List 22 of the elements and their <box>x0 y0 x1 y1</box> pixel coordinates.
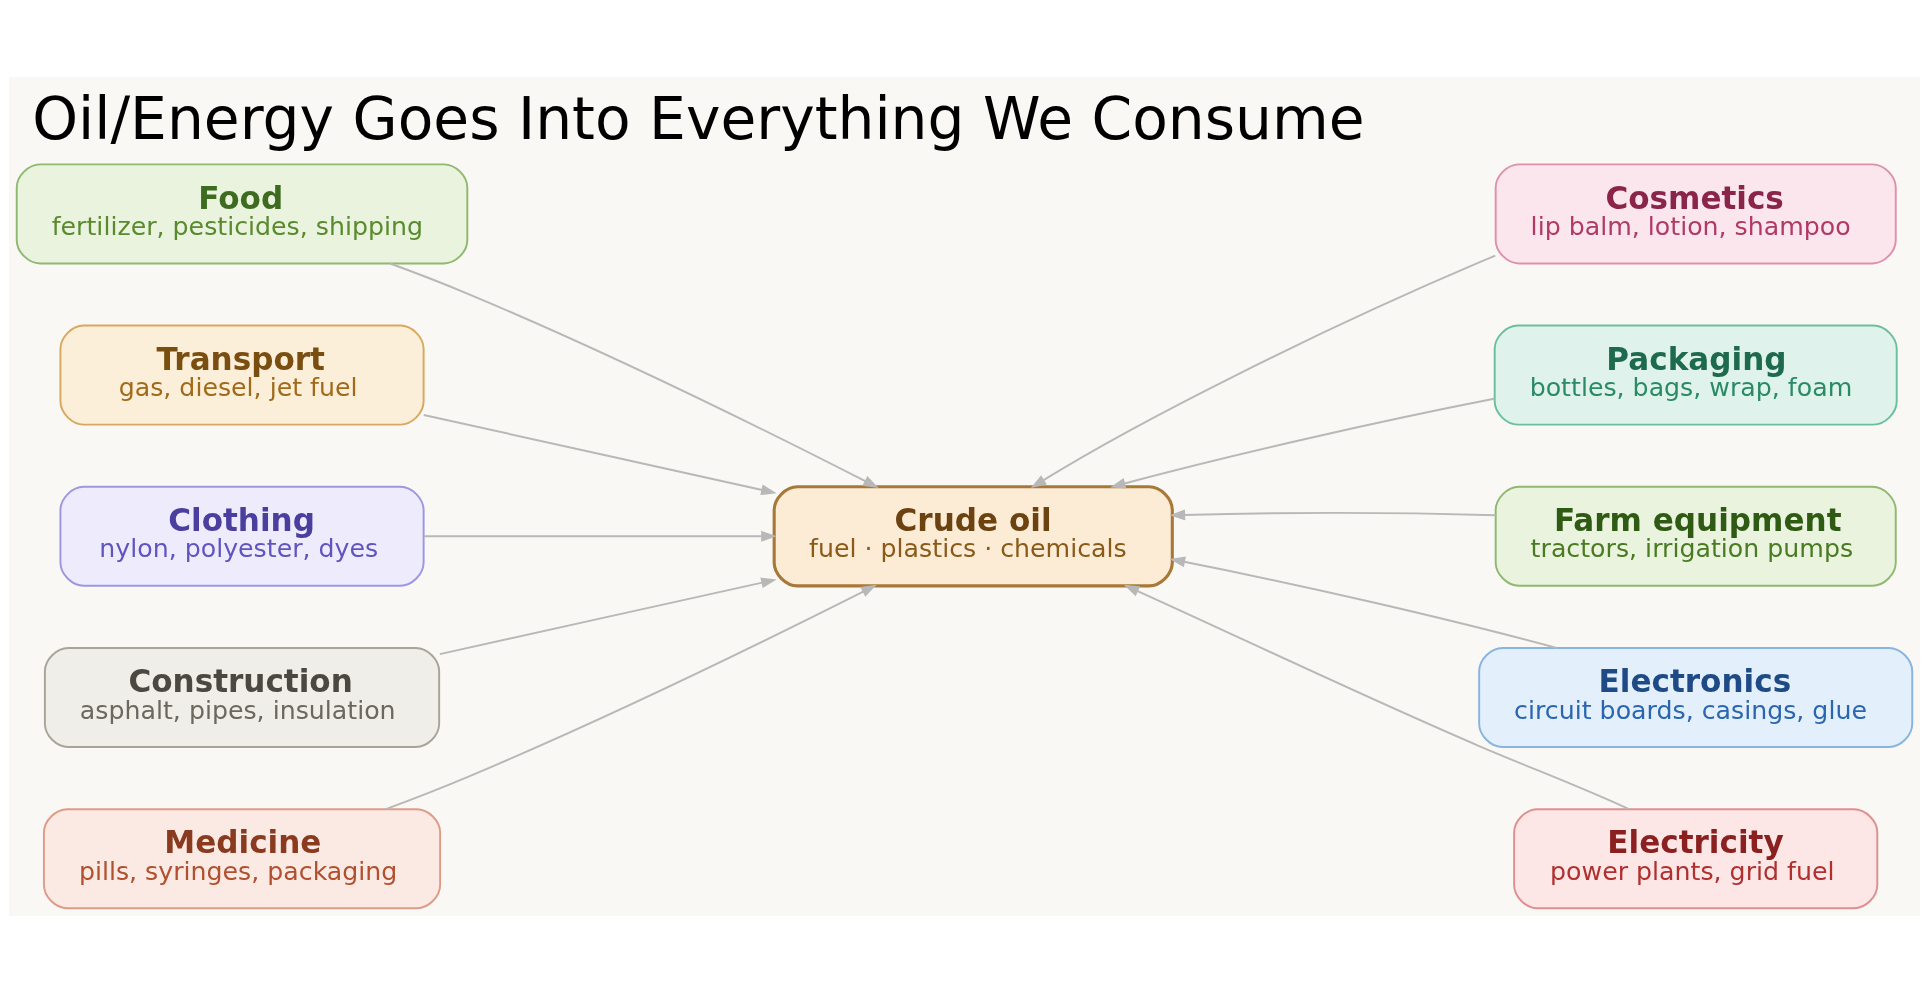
node-box: Electricity power plants, grid fuel <box>1513 807 1879 909</box>
node-box: Construction asphalt, pipes, insulation <box>43 646 441 748</box>
node-box: Medicine pills, syringes, packaging <box>42 807 442 909</box>
arrow <box>422 530 777 542</box>
node-box: Farm equipment tractors, irrigation pumps <box>1494 485 1897 587</box>
node-box: Food fertilizer, pesticides, shipping <box>15 162 469 264</box>
arrow <box>1110 397 1495 489</box>
node-box: Packaging bottles, bags, wrap, foam <box>1493 324 1898 426</box>
arrow <box>438 577 777 655</box>
node-box: Transport gas, diesel, jet fuel <box>59 324 425 426</box>
arrow <box>384 584 877 810</box>
arrow <box>1030 254 1497 488</box>
arrow <box>422 413 777 495</box>
node-box: Crude oil fuel · plastics · chemicals <box>772 484 1174 587</box>
node-box: Cosmetics lip balm, lotion, shampoo <box>1494 162 1897 264</box>
node-box: Electronics circuit boards, casings, glue <box>1478 646 1914 748</box>
node-box: Clothing nylon, polyester, dyes <box>59 485 425 587</box>
arrow <box>1123 584 1630 810</box>
arrow <box>1169 508 1497 520</box>
arrow <box>1169 556 1558 649</box>
diagram-title: Oil/Energy Goes Into Everything We Consume <box>32 84 1365 153</box>
arrow <box>389 262 879 488</box>
